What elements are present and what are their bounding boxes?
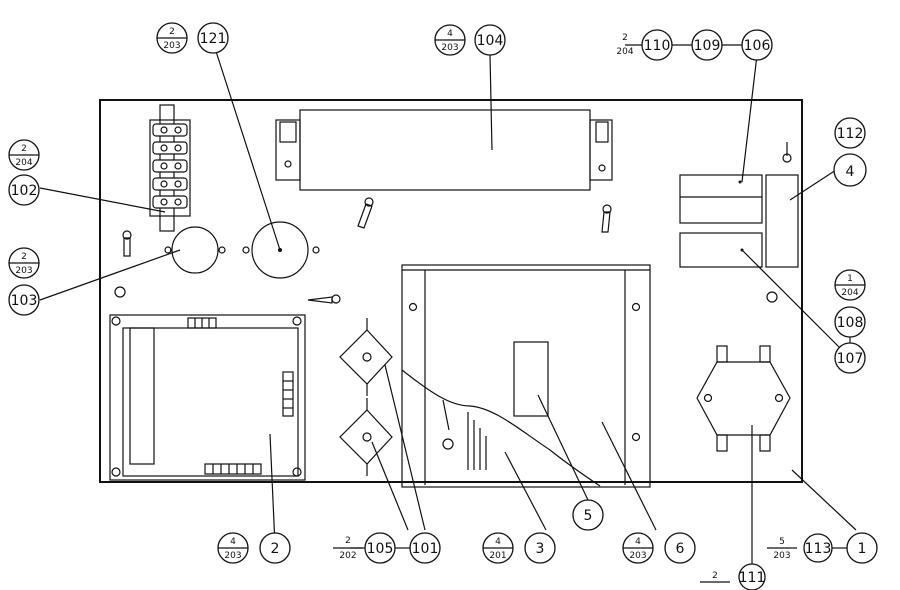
svg-text:101: 101 <box>412 541 439 557</box>
svg-text:203: 203 <box>773 551 790 561</box>
svg-text:2: 2 <box>21 252 27 262</box>
svg-text:203: 203 <box>224 551 241 561</box>
callout-6: 6 4 203 <box>622 532 696 564</box>
svg-text:3: 3 <box>536 541 545 557</box>
callout-number: 121 <box>200 31 227 47</box>
svg-text:2: 2 <box>345 536 351 546</box>
svg-text:4: 4 <box>447 29 453 39</box>
svg-text:5: 5 <box>584 508 593 524</box>
svg-text:204: 204 <box>616 47 633 57</box>
callout-102: 2 204 102 <box>8 139 40 206</box>
svg-text:107: 107 <box>837 351 864 367</box>
round-capacitor-small <box>164 226 226 274</box>
svg-text:110: 110 <box>644 38 671 54</box>
svg-text:4: 4 <box>846 164 855 180</box>
svg-text:4: 4 <box>230 537 236 547</box>
mounting-hole <box>114 286 126 298</box>
circuit-board <box>109 314 306 481</box>
svg-text:103: 103 <box>11 293 38 309</box>
relay-group <box>679 174 799 268</box>
svg-text:1: 1 <box>847 274 853 284</box>
svg-text:203: 203 <box>15 266 32 276</box>
svg-text:204: 204 <box>15 158 32 168</box>
callout-103: 2 203 103 <box>8 247 40 316</box>
wire-hook <box>357 197 374 229</box>
callout-3: 3 4 201 <box>482 532 556 564</box>
callout-1-113: 1 113 5 203 <box>767 532 878 564</box>
mounting-hole <box>766 291 778 303</box>
callout-5: 5 <box>572 499 604 531</box>
svg-text:2: 2 <box>169 27 175 37</box>
svg-text:4: 4 <box>495 537 501 547</box>
svg-text:108: 108 <box>837 315 864 331</box>
long-component <box>275 109 613 191</box>
svg-text:4: 4 <box>635 537 641 547</box>
svg-text:102: 102 <box>11 183 38 199</box>
callout-101-105: 101 105 2 202 <box>333 532 441 564</box>
callout-111: 111 2 <box>700 563 766 590</box>
svg-text:2: 2 <box>712 571 718 581</box>
bridge-rectifier <box>339 318 393 396</box>
callout-106-109-110: 106 109 110 2 204 <box>616 29 773 61</box>
svg-text:111: 111 <box>739 570 766 586</box>
callout-121: 121 2 203 <box>156 22 229 54</box>
wire-hook <box>307 294 341 304</box>
svg-text:203: 203 <box>163 41 180 51</box>
terminal-block <box>149 104 191 232</box>
svg-text:2: 2 <box>21 144 27 154</box>
chassis-plate <box>99 99 803 483</box>
transformer-bracket <box>401 264 651 488</box>
svg-text:113: 113 <box>805 541 832 557</box>
svg-text:106: 106 <box>744 38 771 54</box>
callout-112: 112 4 <box>833 117 867 187</box>
svg-text:109: 109 <box>694 38 721 54</box>
svg-text:202: 202 <box>339 551 356 561</box>
round-capacitor-large <box>242 221 320 279</box>
callout-107-108: 1 204 108 107 <box>834 269 866 374</box>
svg-text:5: 5 <box>779 537 785 547</box>
svg-text:201: 201 <box>489 551 506 561</box>
svg-text:1: 1 <box>858 541 867 557</box>
svg-text:2: 2 <box>271 541 280 557</box>
svg-text:104: 104 <box>477 33 504 49</box>
leader-lines <box>39 41 857 565</box>
svg-text:105: 105 <box>367 541 394 557</box>
callout-2: 2 4 203 <box>217 532 291 564</box>
bridge-rectifier <box>339 398 393 476</box>
line-filter <box>696 345 791 452</box>
wire-hook <box>601 204 612 233</box>
svg-text:2: 2 <box>622 33 628 43</box>
wire-hook <box>122 230 132 257</box>
svg-text:204: 204 <box>841 288 858 298</box>
svg-text:203: 203 <box>441 43 458 53</box>
svg-text:6: 6 <box>676 541 685 557</box>
svg-text:112: 112 <box>837 126 864 142</box>
callout-104: 104 4 203 <box>434 24 506 56</box>
svg-text:203: 203 <box>629 551 646 561</box>
